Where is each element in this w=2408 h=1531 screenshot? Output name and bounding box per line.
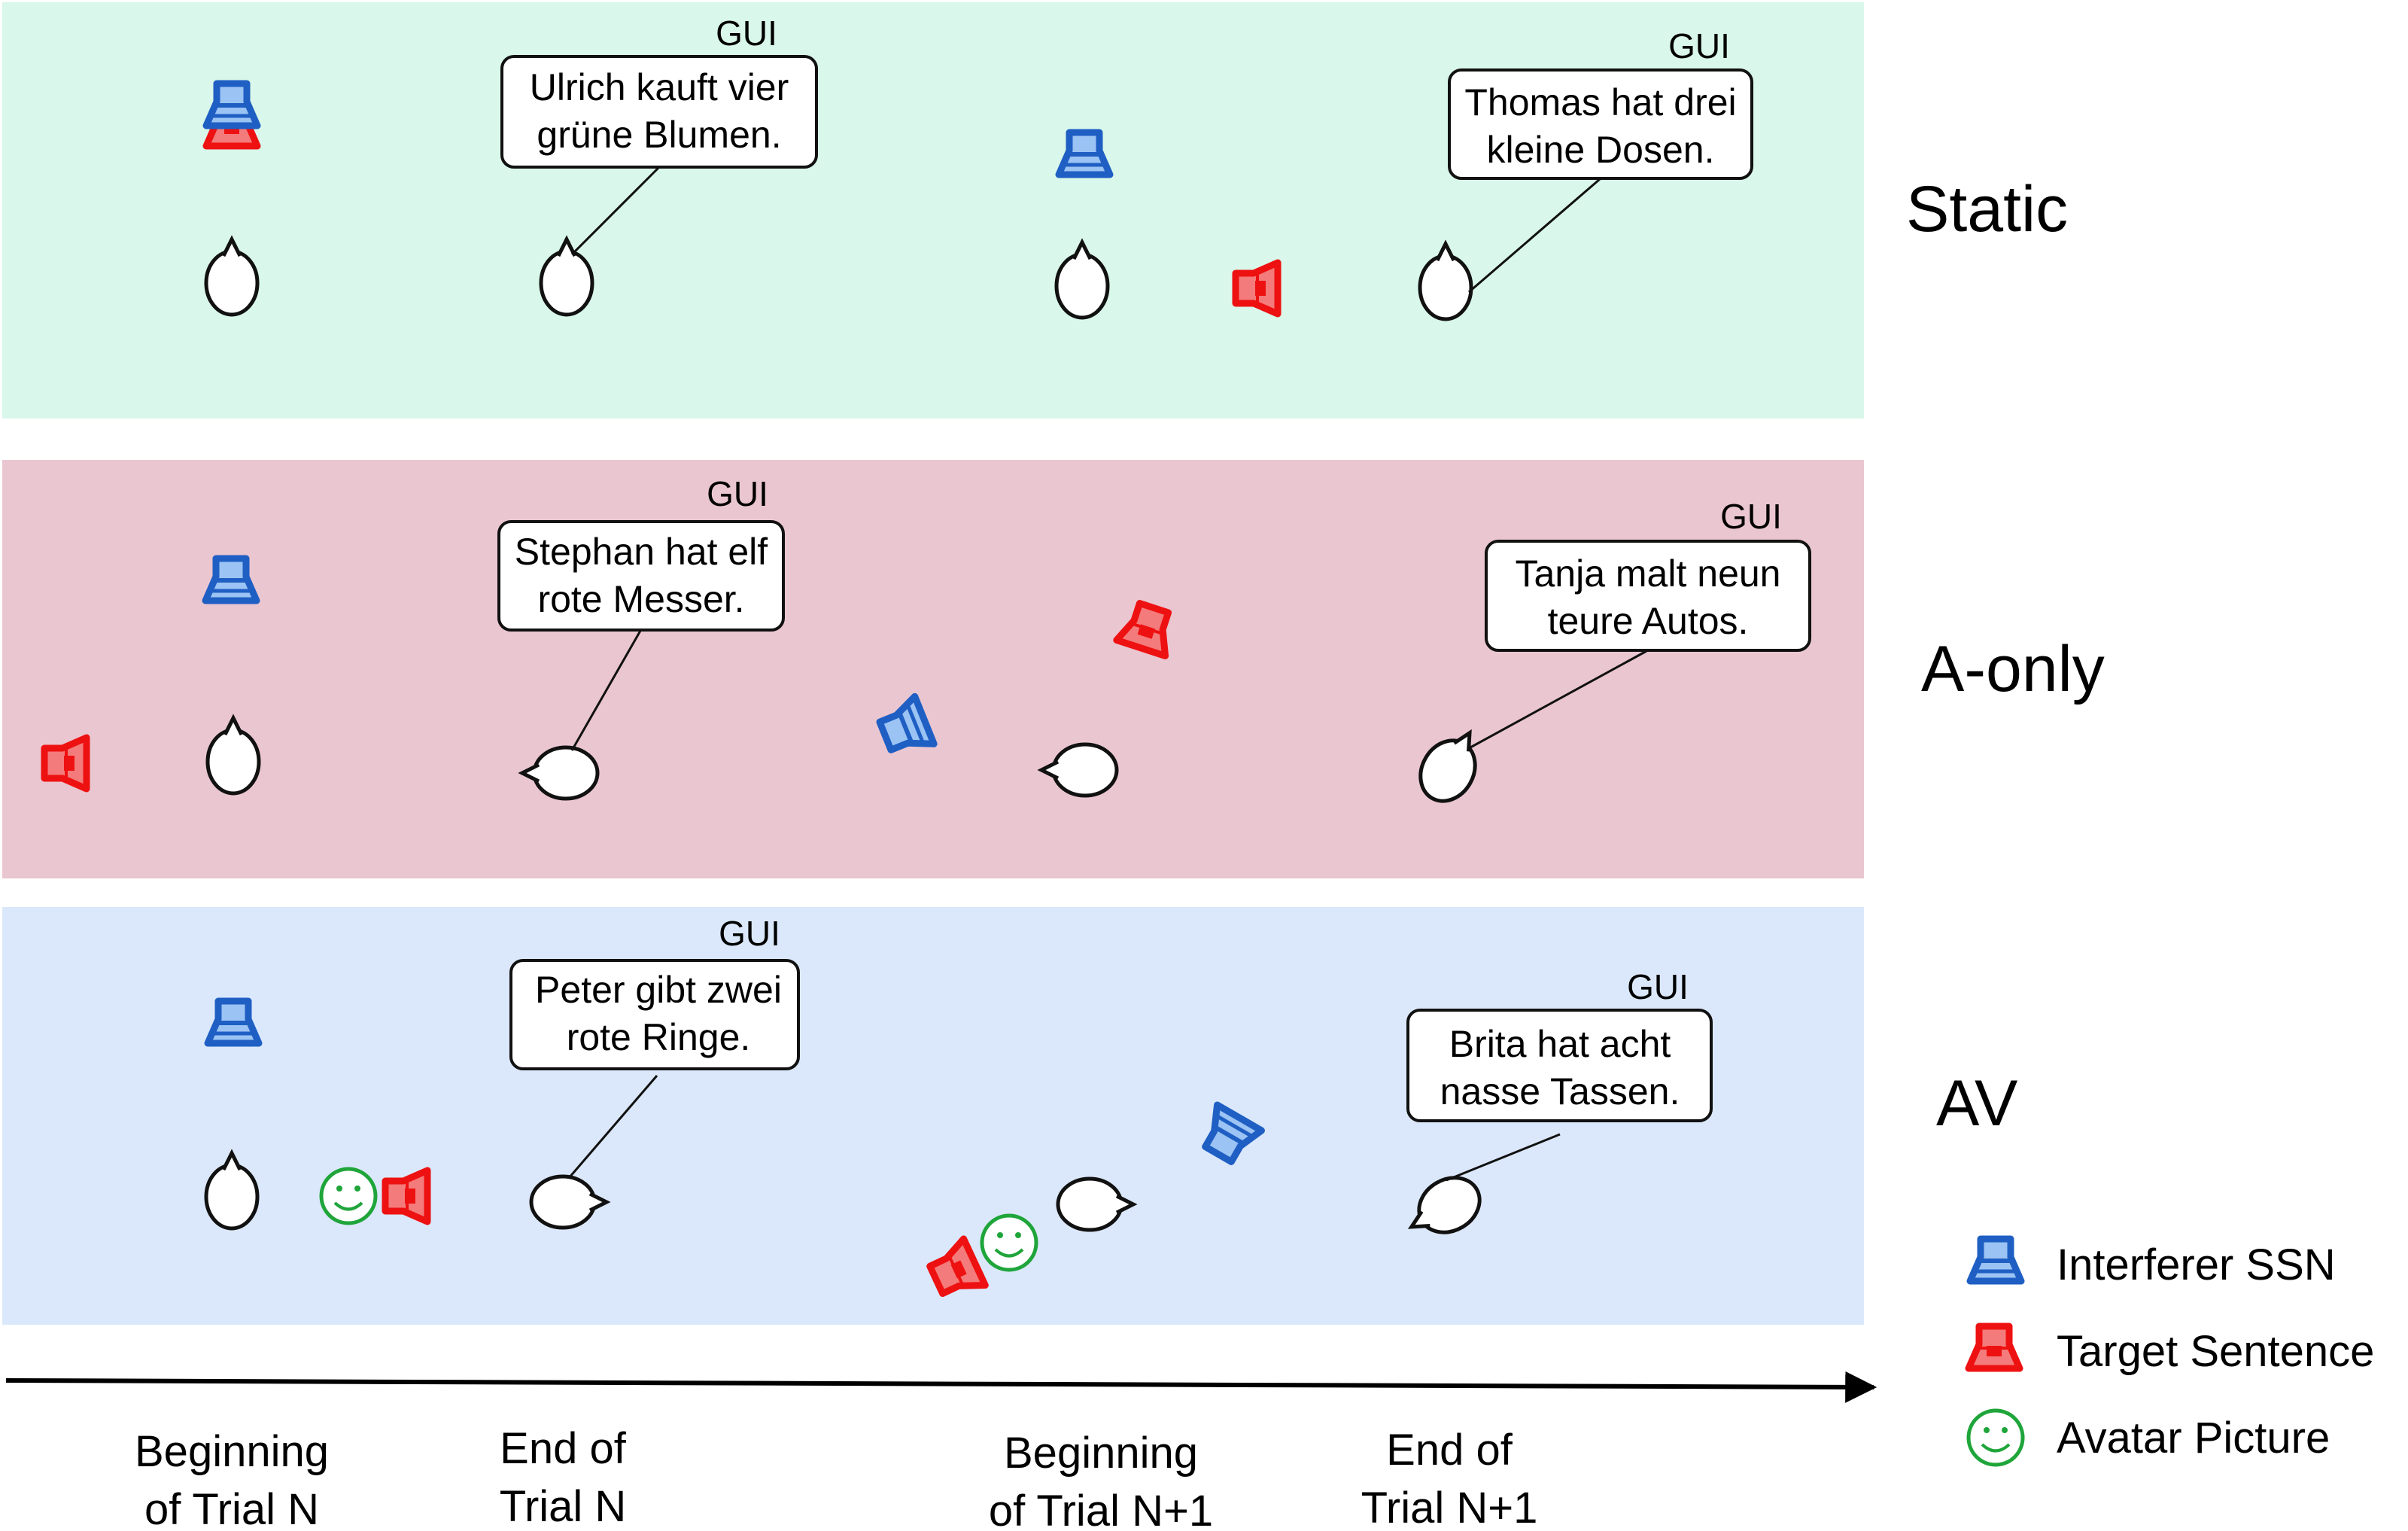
- interferer-speaker-icon: [208, 1001, 259, 1043]
- bubble-text-line-2: kleine Dosen.: [1487, 129, 1715, 171]
- interferer-speaker-icon: [1059, 132, 1110, 175]
- time-arrow: [5, 1371, 1877, 1403]
- bubble-text-line-2: nasse Tassen.: [1440, 1070, 1680, 1112]
- gui-label: GUI: [707, 474, 768, 513]
- target-speaker-icon: [1236, 263, 1278, 314]
- panel-aonly-bg: [2, 460, 1864, 878]
- gui-label: GUI: [719, 914, 780, 953]
- panel-aonly: GUI Stephan hat elf rote Messer. GUI Tan…: [44, 474, 2105, 811]
- bubble-text-line-1: Brita hat acht: [1449, 1023, 1671, 1065]
- panel-static: GUI Ulrich kauft vier grüne Blumen. GUI …: [206, 14, 2068, 319]
- bubble-text-line-2: teure Autos.: [1548, 600, 1749, 642]
- timeline: Beginning of Trial N End of Trial N Begi…: [5, 1371, 1877, 1531]
- speech-bubble: GUI Ulrich kauft vier grüne Blumen.: [500, 14, 818, 256]
- timeline-label-2-line-2: Trial N: [500, 1482, 627, 1531]
- panel-av: GUI Peter gibt zwei rote Ringe. GUI Brit…: [206, 914, 2017, 1303]
- legend-label-target: Target Sentence: [2057, 1327, 2374, 1376]
- speech-bubble: GUI Tanja malt neun teure Autos.: [1470, 497, 1811, 749]
- bubble-text-line-1: Ulrich kauft vier: [530, 66, 789, 108]
- speech-bubble: GUI Stephan hat elf rote Messer.: [497, 474, 785, 751]
- avatar-smiley-icon: [982, 1216, 1036, 1270]
- avatar-smiley-icon: [1969, 1411, 2023, 1465]
- gui-label: GUI: [1720, 497, 1782, 536]
- speech-bubble: GUI Brita hat acht nasse Tassen.: [1406, 967, 1713, 1182]
- timeline-label-3-line-1: Beginning: [1004, 1429, 1198, 1478]
- bubble-text-line-2: grüne Blumen.: [537, 114, 781, 156]
- bubble-text-line-1: Stephan hat elf: [515, 531, 768, 573]
- panel-static-bg: [2, 2, 1864, 419]
- bubble-text-line-2: rote Ringe.: [567, 1016, 751, 1058]
- bubble-text-line-2: rote Messer.: [537, 578, 744, 620]
- target-speaker-icon: [385, 1170, 427, 1222]
- interferer-speaker-icon: [205, 559, 257, 601]
- legend-label-avatar: Avatar Picture: [2057, 1414, 2330, 1463]
- condition-label-av: AV: [1936, 1067, 2017, 1140]
- interferer-speaker-icon: [1970, 1239, 2021, 1281]
- interferer-speaker-icon: [206, 84, 257, 126]
- condition-label-static: Static: [1906, 173, 2068, 245]
- timeline-label-2-line-1: End of: [500, 1424, 627, 1473]
- bubble-text-line-1: Tanja malt neun: [1515, 552, 1780, 595]
- condition-label-aonly: A-only: [1921, 633, 2105, 705]
- bubble-text-line-1: Peter gibt zwei: [535, 969, 782, 1011]
- timeline-label-4-line-2: Trial N+1: [1361, 1484, 1538, 1531]
- target-speaker-icon: [44, 738, 87, 789]
- timeline-label-1-line-2: of Trial N: [144, 1485, 319, 1531]
- timeline-label-3-line-2: of Trial N+1: [989, 1487, 1213, 1531]
- legend: Interferer SSN Target Sentence Avatar Pi…: [1969, 1239, 2374, 1465]
- gui-label: GUI: [1627, 967, 1689, 1006]
- bubble-text-line-1: Thomas hat drei: [1464, 81, 1736, 123]
- timeline-label-1-line-1: Beginning: [135, 1427, 329, 1476]
- legend-label-interferer: Interferer SSN: [2057, 1240, 2336, 1289]
- avatar-smiley-icon: [321, 1169, 375, 1223]
- speech-bubble: GUI Thomas hat drei kleine Dosen.: [1448, 26, 1753, 294]
- timeline-label-4-line-1: End of: [1386, 1426, 1513, 1475]
- speech-bubble: GUI Peter gibt zwei rote Ringe.: [509, 914, 800, 1179]
- gui-label: GUI: [1668, 26, 1730, 65]
- target-speaker-icon: [1969, 1326, 2020, 1368]
- gui-label: GUI: [716, 14, 777, 53]
